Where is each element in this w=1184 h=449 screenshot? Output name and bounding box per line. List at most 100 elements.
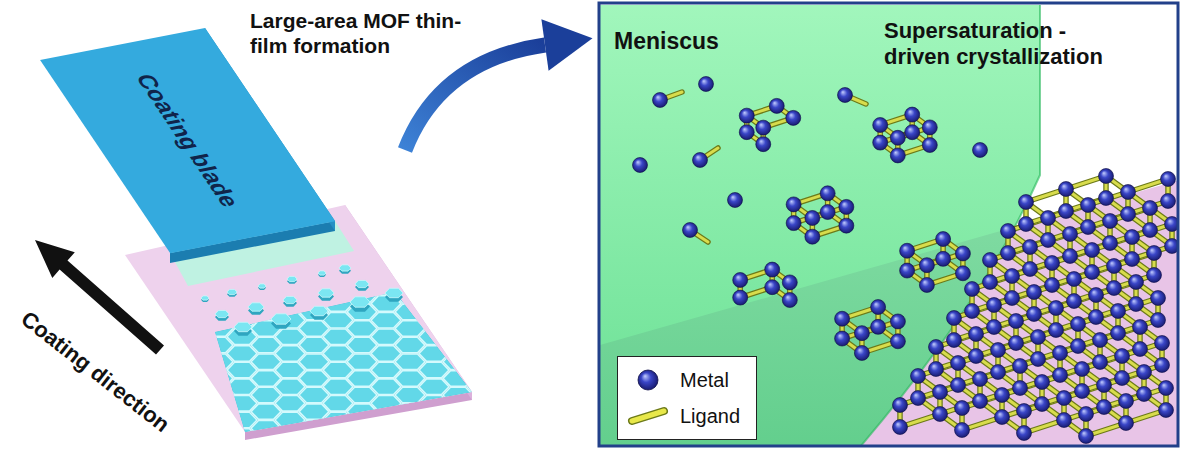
metal-sphere: [1019, 195, 1034, 210]
metal-sphere: [1013, 381, 1028, 396]
meniscus-surface: [860, 5, 1040, 445]
metal-sphere: [1057, 391, 1072, 406]
metal-sphere: [835, 311, 850, 326]
hexagonal-crystal: [251, 288, 281, 304]
hexagonal-crystal: [371, 379, 401, 395]
metal-sphere: [756, 137, 771, 152]
growing-crystal: [248, 303, 264, 315]
hexagonal-crystal: [491, 288, 521, 304]
metal-sphere: [893, 398, 908, 413]
metal-sphere: [1023, 262, 1038, 277]
hexagonal-crystal: [563, 429, 593, 445]
metal-sphere: [995, 410, 1010, 425]
metal-sphere: [1121, 207, 1136, 222]
hexagonal-crystal: [563, 279, 593, 295]
metal-sphere: [987, 298, 1002, 313]
metal-sphere: [1001, 224, 1016, 239]
metal-sphere: [1137, 365, 1152, 380]
metal-sphere: [1049, 323, 1064, 338]
metal-sphere: [1071, 339, 1086, 354]
hexagonal-crystal: [275, 362, 305, 378]
metal-sphere: [1155, 336, 1170, 351]
hexagonal-crystal: [419, 362, 449, 378]
hexagonal-crystal: [371, 396, 401, 412]
metal-sphere: [965, 304, 980, 319]
metal-sphere: [922, 120, 937, 135]
crystal-top: [318, 289, 334, 297]
hexagonal-crystal: [563, 379, 593, 395]
metal-sphere: [1165, 239, 1178, 254]
hexagonal-crystal: [275, 296, 305, 312]
metal-sphere: [919, 277, 934, 292]
metal-sphere: [805, 229, 820, 244]
metal-sphere: [1143, 201, 1158, 216]
growing-crystal: [201, 296, 209, 302]
hexagonal-crystal: [419, 396, 449, 412]
hexagonal-crystal: [491, 371, 521, 387]
hexagonal-crystal: [371, 445, 401, 449]
metal-sphere: [805, 210, 820, 225]
hexagonal-crystal: [443, 421, 473, 437]
metal-sphere: [929, 340, 944, 355]
metal-sphere: [1099, 191, 1114, 206]
hexagonal-crystal: [563, 296, 593, 312]
metal-sphere: [1129, 297, 1144, 312]
hexagonal-crystal: [347, 321, 377, 337]
metal-sphere: [1045, 278, 1060, 293]
hexagonal-crystal: [299, 271, 329, 287]
metal-sphere: [951, 378, 966, 393]
hexagonal-crystal: [323, 429, 353, 445]
metal-sphere: [1129, 275, 1144, 290]
metal-sphere: [900, 243, 915, 258]
metal-sphere: [839, 218, 854, 233]
hexagonal-crystal: [515, 412, 545, 428]
metal-sphere: [1121, 185, 1136, 200]
hexagonal-crystal: [323, 346, 353, 362]
ligand-sample-outline: [632, 411, 664, 421]
metal-sphere: [786, 110, 801, 125]
metal-sphere: [1019, 217, 1034, 232]
hexagonal-crystal: [251, 421, 281, 437]
hexagonal-crystal: [395, 337, 425, 353]
hexagonal-crystal: [515, 329, 545, 345]
metal-sphere: [1165, 217, 1178, 232]
crystal-top: [310, 306, 328, 315]
metal-sphere: [854, 345, 869, 360]
metal-sphere: [1093, 333, 1108, 348]
label-holder: Coating direction: [16, 306, 175, 438]
growing-crystal: [318, 271, 326, 277]
hexagonal-crystal: [443, 337, 473, 353]
blade-label: Coating blade: [129, 72, 245, 209]
growing-crystal: [310, 306, 328, 319]
region-label: Meniscus: [614, 28, 719, 54]
metal-sphere: [1053, 368, 1068, 383]
hexagonal-crystal: [155, 354, 185, 370]
hexagonal-crystal: [443, 271, 473, 287]
hexagonal-crystal: [299, 437, 329, 449]
hexagonal-crystal: [203, 371, 233, 387]
metal-sphere: [1035, 375, 1050, 390]
metal-sphere: [1031, 352, 1046, 367]
growing-crystal: [227, 289, 237, 296]
hexagonal-crystal: [323, 445, 353, 449]
hexagonal-crystal: [371, 346, 401, 362]
metal-sphere: [922, 138, 937, 153]
zoom-arrow: [405, 19, 593, 150]
metal-sphere: [890, 314, 905, 329]
metal-sphere: [1089, 288, 1104, 303]
hexagonal-crystal: [299, 304, 329, 320]
label-holder: Meniscus: [614, 28, 719, 56]
metal-sphere: [991, 343, 1006, 358]
metal-sphere: [1111, 326, 1126, 341]
metal-sphere: [1115, 371, 1130, 386]
hexagonal-crystal: [419, 329, 449, 345]
hexagonal-crystal: [155, 371, 185, 387]
hexagonal-crystal: [443, 354, 473, 370]
metal-sphere: [699, 77, 714, 92]
growing-crystal: [350, 297, 370, 312]
hexagonal-crystal: [179, 429, 209, 445]
hexagonal-crystal: [203, 387, 233, 403]
metal-sphere: [965, 282, 980, 297]
metal-sphere: [947, 333, 962, 348]
